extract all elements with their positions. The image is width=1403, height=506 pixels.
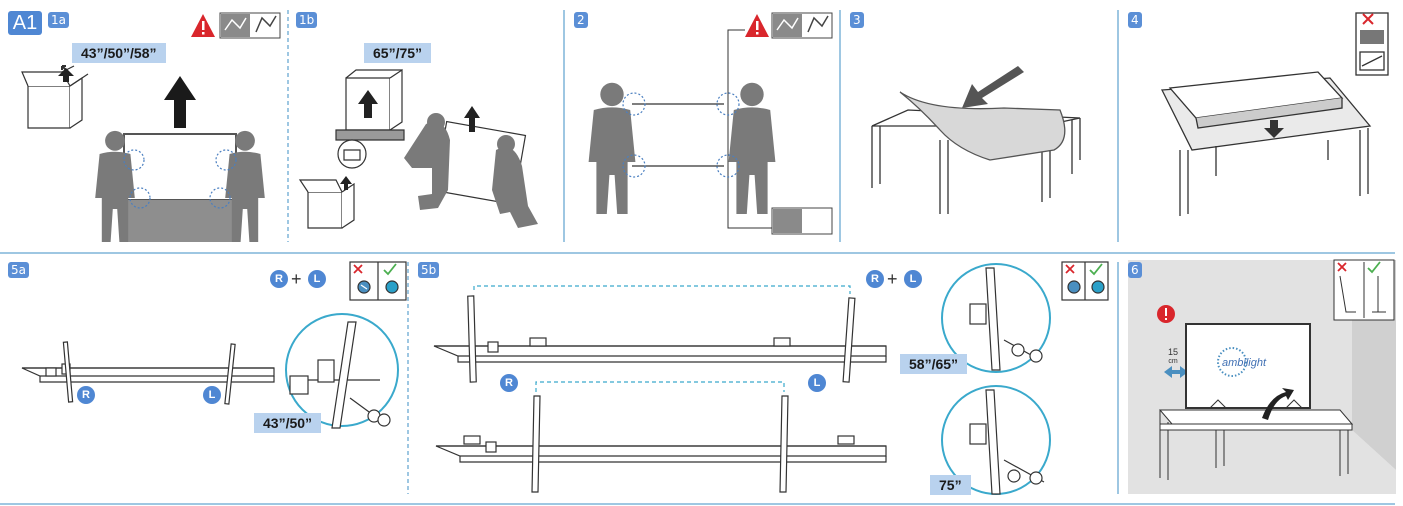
- size-label-5b-top: 58”/65”: [900, 354, 968, 374]
- plus-sign: +: [291, 269, 302, 289]
- panel-6-illustration: [1128, 259, 1396, 494]
- warning-icon: [1157, 305, 1175, 323]
- step-badge-1a: 1a: [48, 12, 69, 28]
- step-badge-5a: 5a: [8, 262, 29, 278]
- stand-right-marker: R: [866, 270, 884, 288]
- step-badge-5b: 5b: [418, 262, 440, 278]
- down-arrow-icon: [1264, 120, 1284, 138]
- distance-value: 15: [1167, 347, 1178, 357]
- stand-left-marker: L: [308, 270, 326, 288]
- ambilight-logo-text: ambilight: [1222, 357, 1267, 369]
- panel-2-illustration: [588, 12, 833, 235]
- box-icon: [21, 65, 89, 129]
- stand-right-marker: R: [77, 386, 95, 404]
- size-label-5b-bottom: 75”: [930, 475, 971, 495]
- fold-arrow-icon: [962, 66, 1024, 108]
- panel-dividers: [0, 10, 1395, 505]
- step-badge-6: 6: [1128, 262, 1142, 278]
- panel-3-illustration: [871, 66, 1081, 214]
- panel-1b-illustration: [298, 68, 538, 229]
- plus-sign: +: [887, 269, 898, 289]
- warning-icon: [191, 14, 215, 37]
- size-label-1b: 65”/75”: [364, 43, 432, 63]
- size-label-1a: 43”/50”/58”: [72, 43, 166, 63]
- step-badge-2: 2: [574, 12, 588, 28]
- step-badge-3: 3: [850, 12, 864, 28]
- panel-5a-illustration: [21, 261, 407, 429]
- step-badge-1b: 1b: [296, 12, 318, 28]
- distance-unit: cm: [1168, 358, 1178, 365]
- double-arrow-icon: [1164, 366, 1188, 378]
- tv-panel: [123, 133, 237, 201]
- step-badge-4: 4: [1128, 12, 1142, 28]
- stand-left-marker: L: [808, 374, 826, 392]
- size-label-5a: 43”/50”: [254, 413, 322, 433]
- fragile-panel-icon: [219, 12, 281, 39]
- stand-right-marker: R: [270, 270, 288, 288]
- main-section-badge: A1: [8, 11, 42, 35]
- lift-arrow-icon: [164, 76, 196, 128]
- stand-right-marker: R: [500, 374, 518, 392]
- panel-1a-illustration: [21, 12, 281, 242]
- stand-left-marker: L: [904, 270, 922, 288]
- stand-left-marker: L: [203, 386, 221, 404]
- panel-4-illustration: [1160, 12, 1389, 216]
- fragile-panel-icon: [771, 12, 833, 39]
- warning-icon: [745, 14, 769, 37]
- panel-5b-illustration: [433, 261, 1109, 495]
- distance-label: 15 cm: [1162, 348, 1184, 366]
